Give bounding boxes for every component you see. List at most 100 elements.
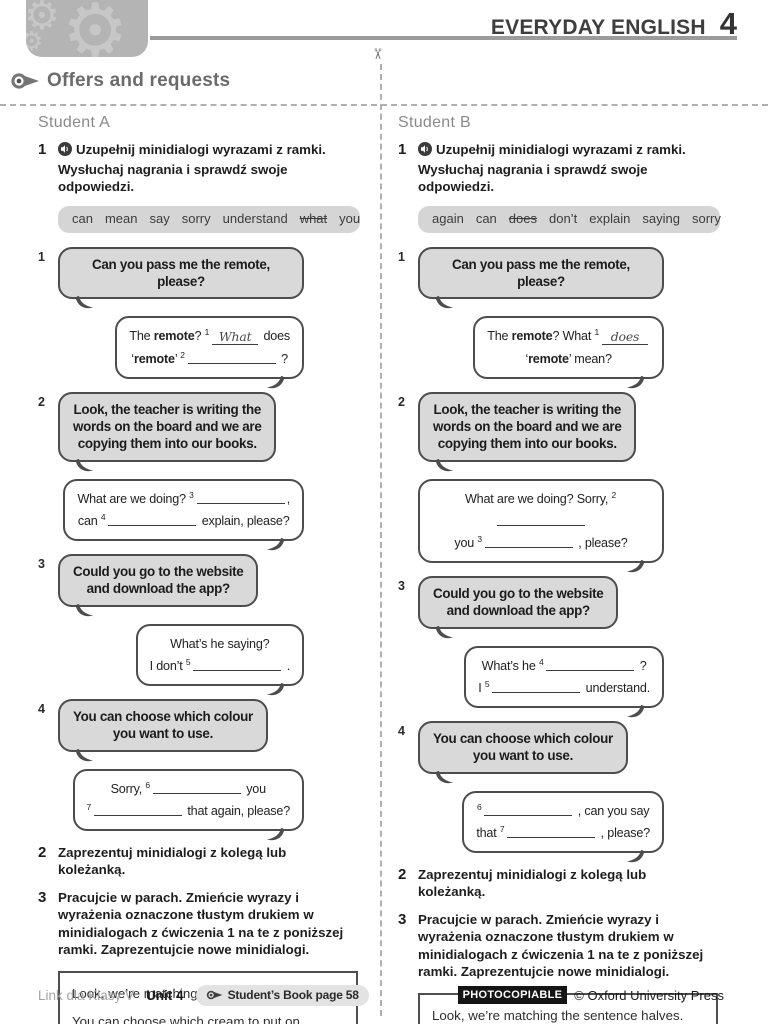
exercise-text: Uzupełnij minidialogi wyrazami z ramki. … <box>58 141 354 196</box>
answer-blank <box>196 491 285 504</box>
answer-blank <box>152 781 241 794</box>
answer-blank <box>94 803 183 816</box>
exercise-text: Uzupełnij minidialogi wyrazami z ramki. … <box>418 141 714 196</box>
cut-line-vertical <box>380 64 382 1016</box>
exercise-instruction: Pracujcie w parach. Zmieńcie wyrazy i wy… <box>418 911 704 980</box>
exercise-number: 3 <box>38 888 47 906</box>
gear-icon: ⚙ <box>62 0 129 57</box>
box-word: sorry <box>691 210 721 226</box>
gear-icon: ⚙ <box>26 0 60 38</box>
dialog-number: 2 <box>38 394 45 409</box>
exercise-instruction: Zaprezentuj minidialogi z kolegą lub kol… <box>58 844 287 878</box>
exercise-1: 1 Uzupełnij minidialogi wyrazami z ramki… <box>38 141 372 196</box>
student-b-column: Student B 1 Uzupełnij minidialogi wyraza… <box>398 114 732 1024</box>
gears-logo: ⚙ ⚙ ⚙ <box>26 0 148 57</box>
answer-blank-filled: What <box>212 330 259 345</box>
exercise-2: 2 Zaprezentuj minidialogi z kolegą lub k… <box>398 866 732 901</box>
answer-blank <box>484 535 573 548</box>
minidialog: 1 Can you pass me the remote, please? The … <box>398 246 732 388</box>
book-reference-pill: Student’s Book page 58 <box>195 984 369 1006</box>
dialog-number: 1 <box>398 249 405 264</box>
unit-number: 4 <box>719 6 737 41</box>
box-word: explain <box>589 210 631 226</box>
dialog-number: 1 <box>38 249 45 264</box>
header-rule <box>150 36 737 40</box>
answer-blank <box>108 513 197 526</box>
prompt-speech-bubble: Can you pass me the remote, please? <box>418 246 664 309</box>
page-footer: Link dla Klasy V Unit 4 Student’s Book p… <box>38 982 724 1008</box>
exercise-2: 2 Zaprezentuj minidialogi z kolegą lub k… <box>38 844 372 879</box>
page-header: EVERYDAY ENGLISH 4 <box>491 6 737 42</box>
box-word: what <box>299 210 328 226</box>
answer-blank-filled: does <box>602 330 648 345</box>
cut-line-horizontal <box>0 104 768 106</box>
replacement-sentence: Look, we’re matching the sentence halves… <box>432 1008 684 1023</box>
section-title-row: Offers and requests <box>10 70 230 92</box>
exercise-number: 3 <box>398 910 407 928</box>
box-word: can <box>72 210 93 226</box>
book-reference: Student’s Book page 58 <box>227 987 359 1002</box>
footer-left: Link dla Klasy V Unit 4 Student’s Book p… <box>38 984 369 1006</box>
answer-blank <box>484 803 573 816</box>
series-name: Link dla Klasy V <box>38 987 135 1003</box>
answer-blank <box>492 680 581 693</box>
answer-blank <box>193 658 282 671</box>
eye-tag-icon <box>206 990 223 999</box>
prompt-speech-bubble: Can you pass me the remote, please? <box>58 246 304 309</box>
box-word: can <box>475 210 497 226</box>
dialog-number: 3 <box>398 578 405 593</box>
exercise-3: 3 Pracujcie w parach. Zmieńcie wyrazy i … <box>38 889 372 959</box>
replacement-sentence: You can choose which cream to put on. <box>72 1014 304 1024</box>
reply-speech-bubble: What’s he 4 ?I 5 understand. <box>464 645 664 718</box>
answer-blank <box>497 513 585 526</box>
series-title: EVERYDAY ENGLISH <box>490 16 706 39</box>
photocopiable-badge: PHOTOCOPIABLE <box>457 986 568 1004</box>
exercise-number: 1 <box>398 141 407 158</box>
gear-icon: ⚙ <box>26 26 44 56</box>
exercise-instruction: Uzupełnij minidialogi wyrazami z ramki. … <box>58 142 326 195</box>
exercise-1: 1 Uzupełnij minidialogi wyrazami z ramki… <box>398 141 732 196</box>
footer-right: PHOTOCOPIABLE © Oxford University Press <box>457 986 724 1004</box>
box-word: again <box>432 210 464 226</box>
student-heading: Student B <box>398 114 471 131</box>
reply-speech-bubble: What are we doing? 3,can 4 explain, plea… <box>63 478 304 551</box>
box-word: understand <box>222 210 288 226</box>
exercise-instruction: Pracujcie w parach. Zmieńcie wyrazy i wy… <box>58 889 344 958</box>
section-title: Offers and requests <box>47 70 231 91</box>
minidialogs: 1 Can you pass me the remote, please? The … <box>398 246 732 862</box>
exercise-number: 1 <box>38 141 47 158</box>
box-word: don’t <box>548 210 578 226</box>
replacement-box: Look, we’re matching the sentence halves… <box>418 993 718 1024</box>
audio-icon <box>418 142 432 161</box>
box-word: saying <box>642 210 680 226</box>
dialog-number: 3 <box>38 556 45 571</box>
reply-speech-bubble: What’s he saying?I don’t 5 . <box>135 623 304 695</box>
dialog-number: 4 <box>398 723 405 738</box>
unit-label: Unit 4 <box>146 987 184 1003</box>
box-word: does <box>508 210 537 226</box>
minidialog: 1 Can you pass me the remote, please? The … <box>38 246 372 388</box>
exercise-instruction: Zaprezentuj minidialogi z kolegą lub kol… <box>418 866 647 900</box>
answer-blank <box>546 658 635 671</box>
box-word: mean <box>104 210 138 226</box>
audio-icon <box>58 142 72 161</box>
answer-blank <box>507 825 596 838</box>
exercise-3: 3 Pracujcie w parach. Zmieńcie wyrazy i … <box>398 911 732 981</box>
